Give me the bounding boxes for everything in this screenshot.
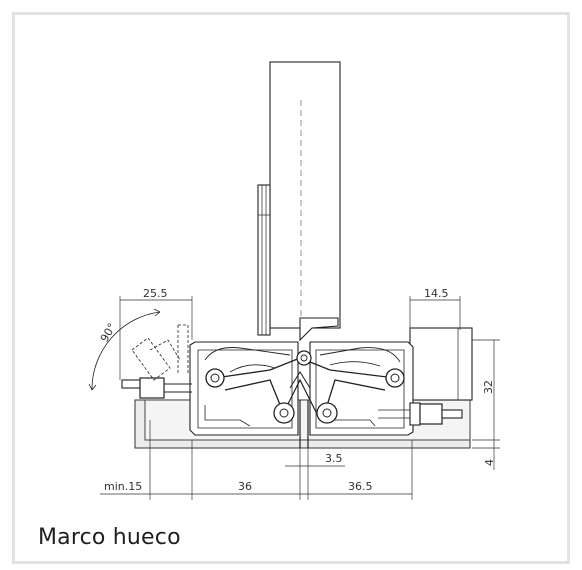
- door-lip: [299, 317, 339, 342]
- dim-height: 32: [482, 380, 495, 394]
- door-leaf: [257, 61, 341, 336]
- dimension-lines: [100, 296, 500, 500]
- dim-angle: 90°: [98, 321, 119, 344]
- right-screw: [378, 402, 463, 426]
- dim-offset: 4: [483, 459, 496, 466]
- dim-right-width: 36.5: [348, 480, 373, 493]
- right-frame-block: [409, 327, 473, 401]
- dimension-labels: 25.5 14.5 90° 32 4 3.5 min.15 36 36.5: [98, 287, 496, 493]
- left-hinge-body: [189, 341, 299, 436]
- caption-title: Marco hueco: [38, 525, 181, 550]
- angle-arc: [88, 308, 161, 391]
- rotated-screw-ghost: [131, 324, 189, 381]
- left-screw: [121, 377, 192, 399]
- dim-left-width: 36: [238, 480, 252, 493]
- dim-top-right: 14.5: [424, 287, 449, 300]
- dim-min: min.15: [104, 480, 142, 493]
- dim-gap: 3.5: [325, 452, 343, 465]
- pivot-pins: [205, 350, 405, 424]
- dim-top-left: 25.5: [143, 287, 168, 300]
